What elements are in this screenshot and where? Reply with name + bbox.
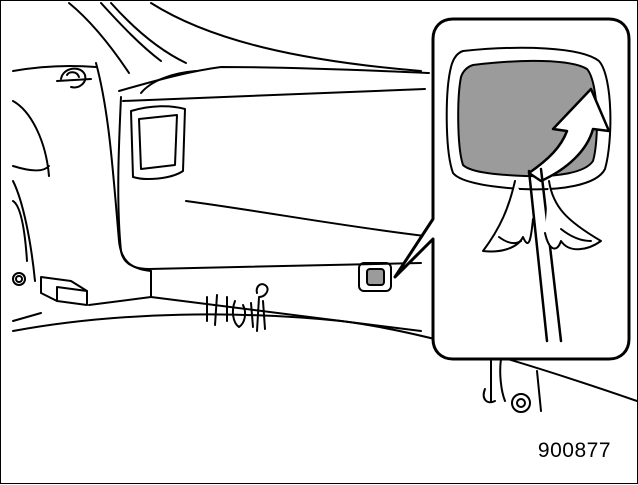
lower-hooks	[482, 358, 542, 413]
screwdriver-in-cloth-icon	[482, 167, 602, 343]
rear-pillar	[12, 62, 152, 282]
floor-hooks	[206, 283, 269, 332]
panel-pocket	[130, 105, 186, 180]
coat-hook	[56, 67, 92, 89]
tie-down-bolt	[12, 272, 26, 286]
floor-block	[40, 276, 88, 306]
cargo-floor	[12, 270, 638, 402]
figure-code: 900877	[537, 439, 611, 462]
curved-up-arrow-icon	[527, 87, 611, 183]
upper-trim	[12, 2, 422, 74]
side-trim-panel	[117, 66, 430, 270]
service-cover	[358, 262, 392, 292]
